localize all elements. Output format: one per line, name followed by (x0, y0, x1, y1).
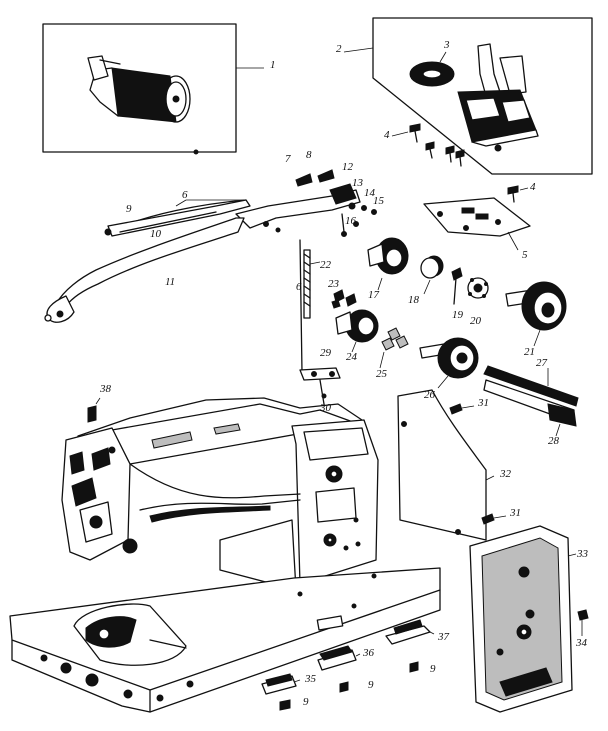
gear-20 (467, 277, 489, 299)
cam-18 (420, 255, 444, 295)
foot-37 (385, 619, 435, 673)
callout-l28: 28 (548, 435, 560, 447)
callout-l13: 13 (352, 177, 364, 189)
screw-4-set (391, 123, 529, 203)
callout-l38: 38 (99, 383, 112, 395)
callout-l7: 7 (285, 153, 291, 165)
callout-l34: 34 (575, 637, 588, 649)
spring-22 (299, 239, 321, 373)
callout-l19: 19 (452, 309, 464, 321)
callout-l4a: 4 (384, 129, 390, 141)
callout-l1: 1 (270, 59, 276, 71)
callout-l9d: 9 (303, 696, 309, 708)
callout-l24: 24 (346, 351, 358, 363)
handwheel-21 (505, 281, 567, 347)
callout-l20: 20 (470, 315, 482, 327)
callout-l4b: 4 (530, 181, 536, 193)
callout-l9c: 9 (430, 663, 436, 675)
cam-26 (419, 337, 479, 389)
callout-l23: 23 (328, 278, 340, 290)
machine-base (9, 567, 441, 713)
callout-l37: 37 (437, 631, 450, 643)
callout-l29: 29 (320, 347, 332, 359)
callout-l3: 3 (443, 39, 450, 51)
callout-l25: 25 (376, 368, 388, 380)
face-plate-33 (469, 525, 589, 713)
motor-part (87, 55, 199, 155)
feed-cam-17 (367, 237, 409, 291)
callout-l32: 32 (499, 468, 512, 480)
link-29-30 (299, 367, 341, 405)
presser-foot-inset (343, 17, 593, 175)
bobbin-case-part (409, 51, 455, 87)
callout-l11: 11 (165, 276, 175, 288)
feed-lever-part (44, 217, 245, 323)
callout-l33: 33 (576, 548, 589, 560)
callout-l2: 2 (336, 43, 342, 55)
side-cover-32 (397, 389, 507, 541)
throat-plate-part (423, 197, 531, 251)
callout-l16: 16 (345, 215, 357, 227)
callout-l21: 21 (524, 346, 535, 358)
callout-l12: 12 (342, 161, 354, 173)
screw-19 (451, 267, 463, 305)
machine-arm-body (61, 397, 379, 591)
callout-l30: 30 (319, 402, 332, 414)
callout-l35: 35 (304, 673, 317, 685)
motor-inset (42, 23, 264, 155)
callout-l26: 26 (424, 389, 436, 401)
callout-l17: 17 (368, 289, 380, 301)
shaft-27-28 (483, 365, 579, 437)
callout-l8: 8 (306, 149, 312, 161)
foot-36 (317, 645, 361, 693)
callout-l15: 15 (373, 195, 385, 207)
callout-l9a: 9 (126, 203, 132, 215)
needle-bar-linkage (104, 169, 377, 237)
callout-l36: 36 (362, 647, 375, 659)
foot-35 (261, 673, 301, 711)
callout-l9b: 9 (368, 679, 374, 691)
callout-l27: 27 (536, 357, 548, 369)
callout-l10: 10 (150, 228, 162, 240)
callout-l6a: 6 (182, 189, 188, 201)
callout-l22: 22 (320, 259, 332, 271)
callout-l5: 5 (522, 249, 528, 261)
callout-l31a: 31 (477, 397, 489, 409)
callout-l6b: 6 (296, 281, 302, 293)
cam-24 (335, 309, 379, 353)
presser-foot-part (457, 43, 539, 152)
screws-25 (379, 327, 409, 369)
screws-23 (331, 289, 357, 309)
callout-l31b: 31 (509, 507, 521, 519)
screw-38 (87, 397, 101, 423)
callout-l18: 18 (408, 294, 420, 306)
callout-l14: 14 (364, 187, 376, 199)
